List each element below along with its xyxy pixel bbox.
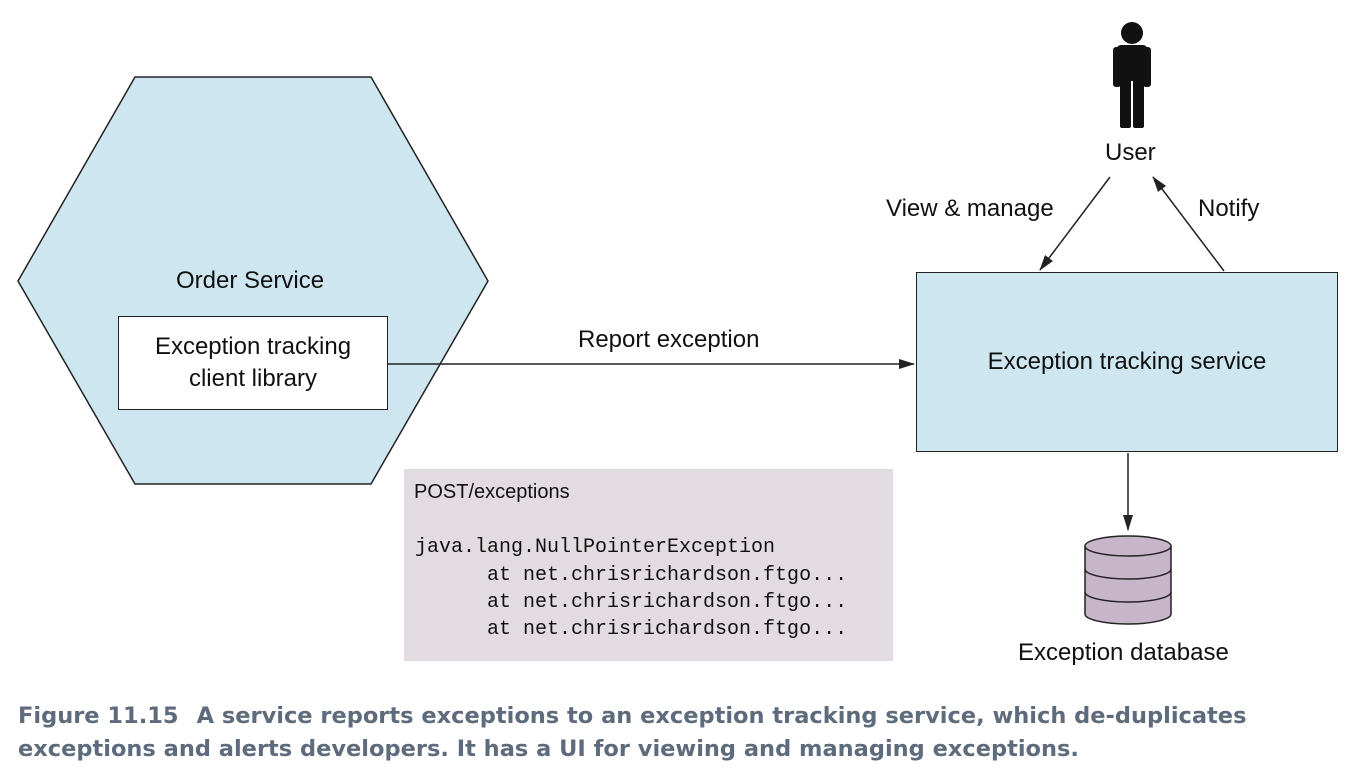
code-line: java.lang.NullPointerException <box>415 536 776 559</box>
view-manage-label: View & manage <box>886 195 1054 222</box>
user-label: User <box>1105 139 1156 166</box>
code-line: at net.chrisrichardson.ftgo... <box>415 591 848 614</box>
figure-number: Figure 11.15 <box>18 703 179 729</box>
user-person-icon <box>1113 22 1151 128</box>
order-service-label: Order Service <box>176 267 325 294</box>
report-exception-label: Report exception <box>578 326 760 353</box>
exception-tracking-service: Exception tracking service <box>916 272 1338 452</box>
client-library-line2: client library <box>188 365 318 392</box>
notify-arrow <box>1152 176 1225 272</box>
exception-database-label: Exception database <box>1018 639 1229 666</box>
database-icon <box>1084 535 1172 625</box>
code-line: at net.chrisrichardson.ftgo... <box>415 564 848 587</box>
client-library-line1: Exception tracking <box>154 333 352 360</box>
http-request-payload: POST/exceptions java.lang.NullPointerExc… <box>404 469 893 661</box>
code-line: at net.chrisrichardson.ftgo... <box>415 618 848 641</box>
caption-text: A service reports exceptions to an excep… <box>18 703 1247 762</box>
exception-tracking-service-label: Exception tracking service <box>987 348 1267 375</box>
view-manage-arrow <box>1039 176 1111 271</box>
notify-label: Notify <box>1198 195 1260 222</box>
request-title: POST/exceptions <box>414 481 570 503</box>
exception-tracking-client-library: Exception tracking client library <box>118 316 388 410</box>
